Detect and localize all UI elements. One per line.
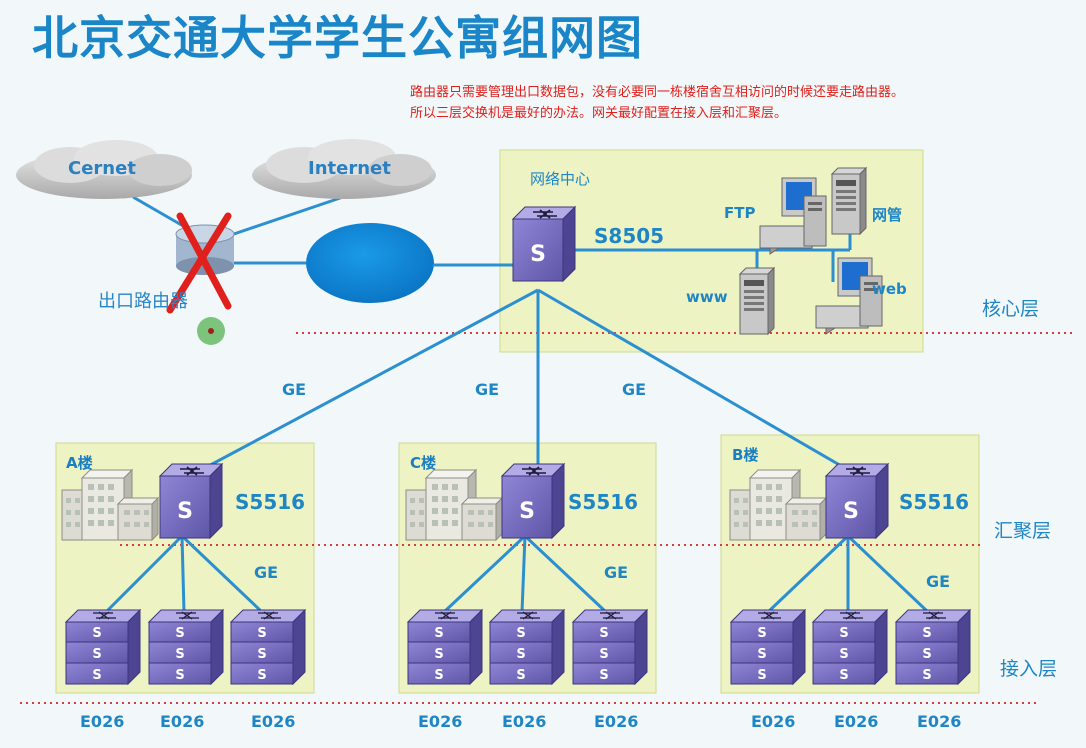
core-layer-label: 核心层: [982, 298, 1040, 320]
access-layer-label: 接入层: [1000, 658, 1058, 680]
ge-a-label: GE: [254, 563, 279, 582]
aggregation-switch-c-icon: [501, 463, 565, 539]
access-b2-label: E026: [834, 712, 879, 731]
building-b-label: B楼: [732, 446, 759, 464]
cross-icon: [166, 212, 232, 314]
green-dot-icon: [197, 317, 225, 345]
aggregation-switch-a-icon: [159, 463, 223, 539]
internet-cloud: [252, 139, 436, 199]
page-title: 北京交通大学学生公寓组网图: [32, 11, 643, 65]
web-label: web: [872, 280, 907, 298]
access-a2-label: E026: [160, 712, 205, 731]
aggregation-layer-label: 汇聚层: [994, 520, 1052, 542]
building-c-label: C楼: [410, 454, 437, 472]
www-server-icon: [739, 267, 775, 335]
network-center-label: 网络中心: [530, 170, 591, 188]
internet-label: Internet: [308, 158, 391, 179]
access-switch-b2-icon: [812, 609, 888, 685]
core-switch-icon: [512, 206, 576, 282]
access-b3-label: E026: [917, 712, 962, 731]
access-a3-label: E026: [251, 712, 296, 731]
core-switch-label: S8505: [594, 224, 665, 248]
building-a-label: A楼: [66, 454, 93, 472]
switch-c-label: S5516: [568, 490, 639, 514]
note-line-2: 所以三层交换机是最好的办法。网关最好配置在接入层和汇聚层。: [410, 106, 788, 121]
access-b1-label: E026: [751, 712, 796, 731]
note-text: 路由器只需要管理出口数据包，没有必要同一栋楼宿舍互相访问的时候还要走路由器。 所…: [410, 82, 904, 124]
access-switch-a1-icon: [65, 609, 141, 685]
transit-network-ellipse: [306, 223, 434, 303]
switch-a-label: S5516: [235, 490, 306, 514]
access-a1-label: E026: [80, 712, 125, 731]
access-c2-label: E026: [502, 712, 547, 731]
access-c3-label: E026: [594, 712, 639, 731]
switch-b-label: S5516: [899, 490, 970, 514]
cernet-label: Cernet: [68, 158, 136, 179]
access-switch-a2-icon: [148, 609, 224, 685]
www-label: www: [686, 288, 728, 306]
mgmt-server-icon: [831, 167, 867, 235]
access-switch-b1-icon: [730, 609, 806, 685]
uplink-ge-b: GE: [622, 380, 647, 399]
access-switch-c3-icon: [572, 609, 648, 685]
ge-c-label: GE: [604, 563, 629, 582]
mgmt-label: 网管: [872, 206, 903, 224]
router-label: 出口路由器: [98, 291, 188, 312]
ftp-label: FTP: [724, 204, 756, 222]
access-switch-c1-icon: [407, 609, 483, 685]
note-line-1: 路由器只需要管理出口数据包，没有必要同一栋楼宿舍互相访问的时候还要走路由器。: [410, 85, 905, 100]
uplink-ge-a: GE: [282, 380, 307, 399]
aggregation-switch-b-icon: [825, 463, 889, 539]
cernet-cloud: [16, 140, 192, 199]
ge-b-label: GE: [926, 572, 951, 591]
access-switch-c2-icon: [489, 609, 565, 685]
access-switch-a3-icon: [230, 609, 306, 685]
uplink-ge-c: GE: [475, 380, 500, 399]
links: [104, 194, 930, 614]
access-switch-b3-icon: [895, 609, 971, 685]
access-c1-label: E026: [418, 712, 463, 731]
